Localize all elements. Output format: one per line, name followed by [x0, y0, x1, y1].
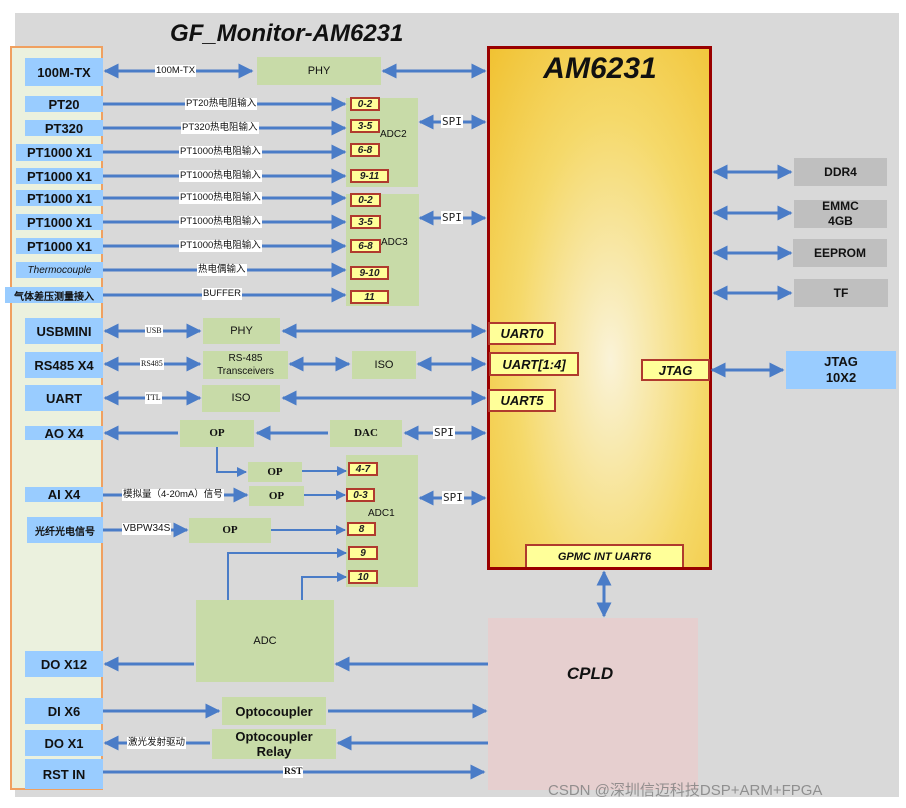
emmc-label: EMMC — [822, 199, 859, 213]
block-phy-usb: PHY — [203, 318, 280, 344]
wire-label-pt20: PT20热电阻输入 — [185, 98, 258, 110]
adc3-channel: 9-10 — [350, 266, 389, 280]
block-op-3: OP — [189, 518, 271, 543]
port-pt20: PT20 — [25, 96, 103, 112]
port-ao: AO X4 — [25, 426, 103, 441]
port-thermocouple: Thermocouple — [16, 262, 103, 278]
memory-eeprom: EEPROM — [793, 239, 887, 267]
block-dac: DAC — [330, 420, 402, 447]
port-rs485: RS485 X4 — [25, 352, 103, 378]
wire-label-pt320: PT320热电阻输入 — [181, 122, 259, 134]
block-op-1: OP — [248, 462, 302, 482]
adc2-channel: 6-8 — [350, 143, 380, 157]
pin-uart0: UART0 — [488, 322, 556, 345]
block-op-2: OP — [249, 486, 304, 506]
pin-uart5: UART5 — [488, 389, 556, 412]
wire-label-rst: RST — [283, 766, 304, 778]
jtag-header-size: 10X2 — [825, 370, 857, 385]
cpld — [488, 618, 698, 790]
eeprom-label: EEPROM — [813, 245, 866, 260]
block-rs485-transceivers: RS-485 Transceivers — [203, 351, 288, 379]
wire-label-pt1000-3: PT1000热电阻输入 — [179, 192, 262, 204]
adc3-channel: 0-2 — [350, 193, 381, 207]
port-100m-tx: 100M-TX — [25, 58, 103, 86]
port-do-x12: DO X12 — [25, 651, 103, 677]
tf-label: TF — [833, 285, 849, 300]
optocoupler-relay-line1: Optocoupler — [235, 729, 313, 744]
block-iso-uart: ISO — [202, 385, 280, 412]
port-di-x6: DI X6 — [25, 698, 103, 724]
diagram-title: GF_Monitor-AM6231 — [170, 20, 404, 47]
spi-label-dac: SPI — [433, 426, 455, 439]
adc1-channel: 4-7 — [348, 462, 378, 476]
port-rst-in: RST IN — [25, 759, 103, 789]
wire-label-pt1000-4: PT1000热电阻输入 — [179, 216, 262, 228]
spi-label-adc1: SPI — [442, 491, 464, 504]
port-ai: AI X4 — [25, 487, 103, 502]
ddr4-label: DDR4 — [824, 164, 857, 179]
wire-label-pt1000-5: PT1000热电阻输入 — [179, 240, 262, 252]
adc1-channel: 10 — [348, 570, 378, 584]
adc1-channel: 9 — [348, 546, 378, 560]
block-phy-ethernet: PHY — [257, 57, 381, 85]
spi-label-adc3: SPI — [441, 211, 463, 224]
block-adc: ADC — [196, 600, 334, 682]
wire-label-thermocouple: 热电偶输入 — [197, 264, 247, 276]
adc1-label: ADC1 — [368, 508, 395, 519]
soc-title: AM6231 — [543, 52, 657, 85]
wire-label-pt1000-2: PT1000热电阻输入 — [179, 170, 262, 182]
port-pt1000-3: PT1000 X1 — [16, 190, 103, 206]
optocoupler-relay-line2: Relay — [256, 744, 292, 759]
adc3-channel: 11 — [350, 290, 389, 304]
adc2-channel: 9-11 — [350, 169, 389, 183]
port-usbmini: USBMINI — [25, 318, 103, 344]
wire-label-vbpw34s: VBPW34S — [122, 523, 172, 535]
port-fiber-optic-signal: 光纤光电信号 — [27, 517, 103, 543]
wire-label-laser-drive: 激光发射驱动 — [127, 737, 187, 749]
diagram-canvas — [15, 13, 899, 797]
pin-uart1-4: UART[1:4] — [489, 352, 579, 376]
wire-label-usb: USB — [145, 325, 163, 337]
memory-tf: TF — [794, 279, 888, 307]
adc3-label: ADC3 — [381, 237, 408, 248]
port-pt1000-2: PT1000 X1 — [16, 168, 103, 184]
adc2-channel: 0-2 — [350, 97, 380, 111]
jtag-header: JTAG 10X2 — [786, 351, 896, 389]
block-optocoupler: Optocoupler — [222, 697, 326, 725]
adc2-label: ADC2 — [380, 129, 407, 140]
spi-label-adc2: SPI — [441, 115, 463, 128]
soc-am6231 — [487, 46, 712, 570]
memory-ddr4: DDR4 — [794, 158, 887, 186]
adc3-channel: 3-5 — [350, 215, 381, 229]
watermark: CSDN @深圳信迈科技DSP+ARM+FPGA — [548, 782, 823, 799]
adc1-channel: 0-3 — [346, 488, 375, 502]
block-iso-rs485: ISO — [352, 351, 416, 379]
wire-label-rs485: RS485 — [140, 358, 164, 370]
port-gas-diff-pressure: 气体差压测量接入 — [5, 287, 103, 303]
wire-label-ai-signal: 模拟量（4-20mA）信号 — [122, 489, 224, 501]
port-do-x1: DO X1 — [25, 730, 103, 756]
pin-gpmc-int-uart6: GPMC INT UART6 — [525, 544, 684, 567]
wire-label-100m-tx: 100M-TX — [155, 65, 197, 77]
block-optocoupler-relay: Optocoupler Relay — [212, 729, 336, 759]
port-uart: UART — [25, 385, 103, 411]
adc3-channel: 6-8 — [350, 239, 381, 253]
port-pt320: PT320 — [25, 120, 103, 136]
adc1-channel: 8 — [347, 522, 376, 536]
cpld-label: CPLD — [566, 664, 614, 683]
memory-emmc: EMMC 4GB — [794, 199, 887, 228]
block-adc1 — [346, 455, 418, 587]
wire-label-ttl: TTL — [145, 392, 162, 404]
block-op-ao: OP — [180, 420, 254, 447]
port-pt1000-1: PT1000 X1 — [16, 144, 103, 161]
adc2-channel: 3-5 — [350, 119, 380, 133]
wire-label-pt1000-1: PT1000热电阻输入 — [179, 146, 262, 158]
wire-label-buffer: BUFFER — [202, 288, 242, 300]
port-pt1000-5: PT1000 X1 — [16, 238, 103, 254]
pin-jtag: JTAG — [641, 359, 710, 381]
port-pt1000-4: PT1000 X1 — [16, 214, 103, 230]
jtag-header-label: JTAG — [824, 354, 858, 369]
emmc-size: 4GB — [828, 214, 853, 228]
